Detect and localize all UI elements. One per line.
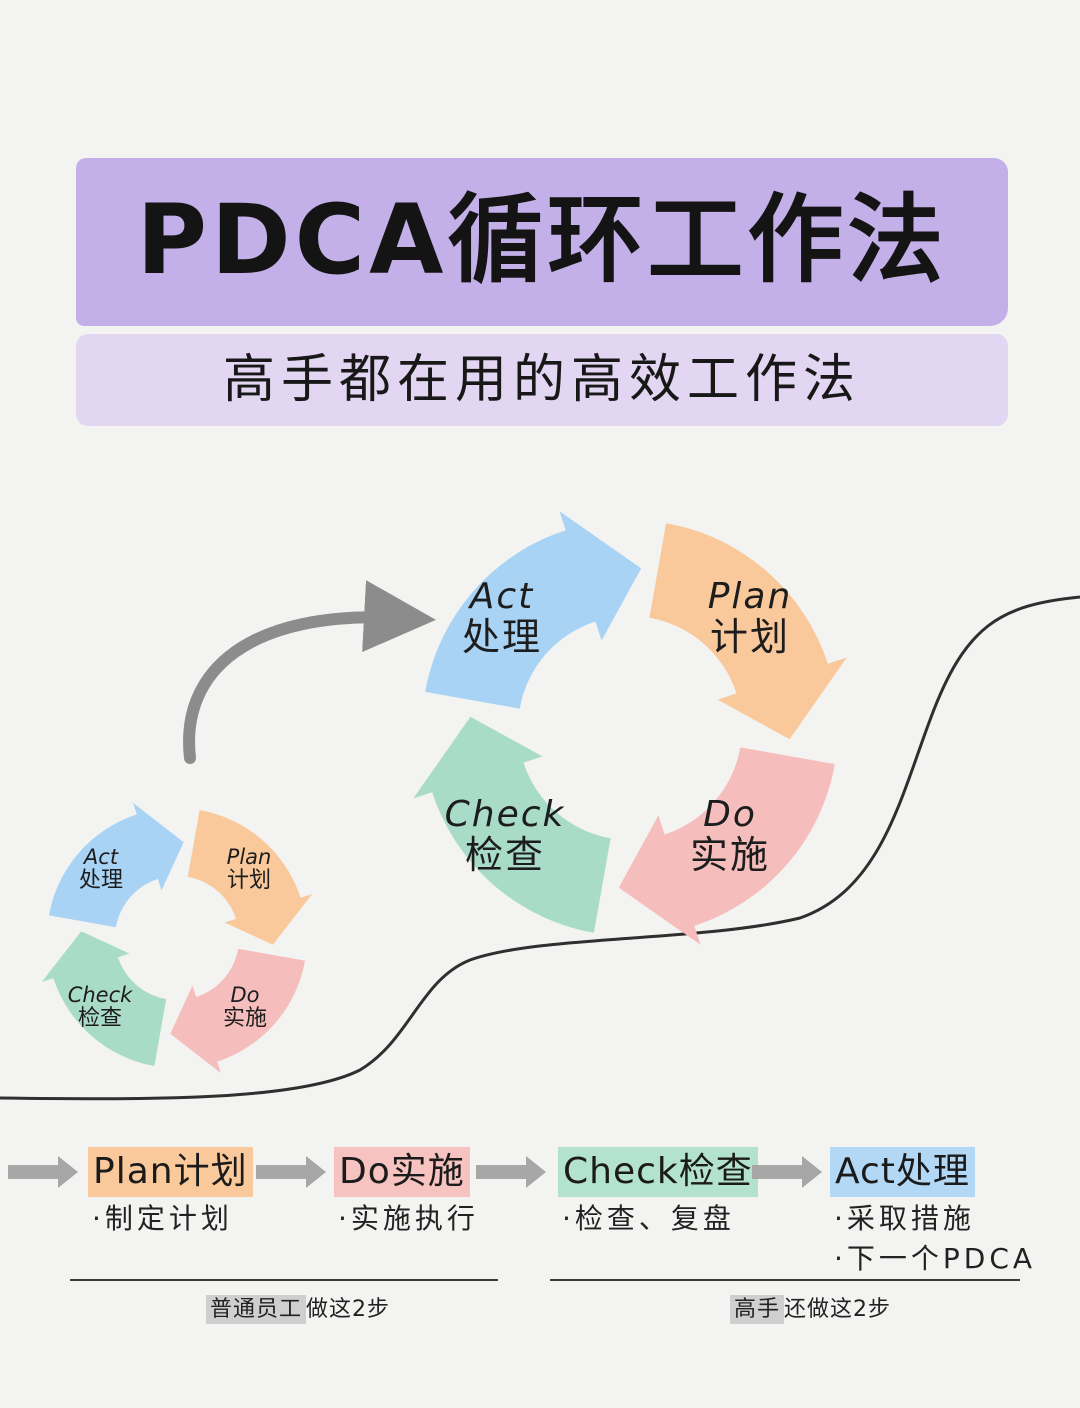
note-expert: 高手还做这2步 (730, 1294, 891, 1326)
big-cycle-segment-plan (649, 523, 847, 740)
growth-curve (0, 595, 1080, 1101)
step-act-item-2: ·下一个PDCA (834, 1242, 1037, 1275)
step-do-title: Do实施 (334, 1147, 470, 1197)
note-left-highlight: 普通员工 (206, 1295, 307, 1324)
note-left-text: 做这2步 (306, 1297, 391, 1322)
left-divider (70, 1279, 498, 1281)
step-arrow-1 (8, 1156, 78, 1188)
big-cycle-segment-do (618, 747, 835, 945)
small-pdca-cycle (41, 802, 313, 1074)
step-arrow-4 (752, 1156, 822, 1188)
note-right-highlight: 高手 (730, 1295, 785, 1324)
title-banner (76, 158, 1008, 326)
note-regular-staff: 普通员工做这2步 (206, 1294, 390, 1326)
step-act-item-1: ·采取措施 (834, 1202, 975, 1235)
step-act-title: Act处理 (830, 1147, 975, 1197)
step-arrow-2 (256, 1156, 326, 1188)
big-cycle-segment-act (425, 511, 642, 709)
note-right-text: 还做这2步 (784, 1297, 892, 1322)
page-title: PDCA循环工作法 (136, 184, 948, 296)
step-do-item-1: ·实施执行 (338, 1202, 479, 1235)
step-plan-item-1: ·制定计划 (92, 1202, 233, 1235)
step-check-item-1: ·检查、复盘 (562, 1202, 735, 1235)
big-cycle-segment-check (413, 716, 611, 933)
step-arrow-3 (476, 1156, 546, 1188)
big-pdca-cycle (413, 511, 847, 945)
small-cycle-segment-check (41, 931, 167, 1066)
page-subtitle: 高手都在用的高效工作法 (222, 350, 861, 410)
subtitle-banner (76, 334, 1008, 426)
level-up-arrow (183, 580, 436, 764)
small-cycle-segment-plan (187, 810, 313, 945)
small-cycle-segment-do (170, 948, 305, 1074)
step-check-title: Check检查 (558, 1147, 758, 1197)
small-cycle-segment-act (49, 802, 184, 928)
right-divider (550, 1279, 1020, 1281)
step-plan-title: Plan计划 (88, 1147, 253, 1197)
